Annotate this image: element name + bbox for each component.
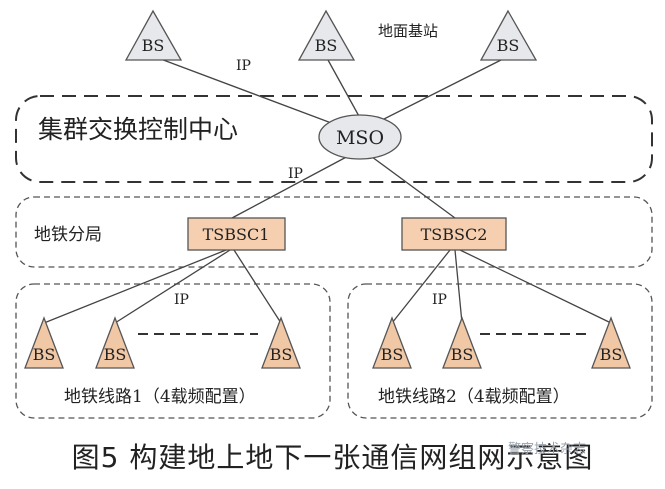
ground-bs-1: BS xyxy=(124,9,183,61)
line1-box xyxy=(15,283,331,419)
mso-label: MSO xyxy=(336,127,384,149)
svg-text:BS: BS xyxy=(451,345,474,364)
figure-caption: 图5 构建地上地下一张通信网组网示意图 xyxy=(71,441,594,474)
subway-bureau-title: 地铁分局 xyxy=(34,225,102,245)
tsbsc2-node xyxy=(401,217,507,251)
svg-text:BS: BS xyxy=(315,36,338,55)
watermark: 警察技术杂志 xyxy=(508,442,587,457)
svg-text:BS: BS xyxy=(142,36,165,55)
line1-bs-3: BS xyxy=(261,316,301,369)
subway-bureau-box xyxy=(15,196,653,268)
connection-lines xyxy=(43,57,612,324)
svg-text:BS: BS xyxy=(381,345,404,364)
tsbsc1-label: TSBSC1 xyxy=(203,225,270,244)
ip-label-line2: IP xyxy=(432,292,447,308)
tsbsc2-label: TSBSC2 xyxy=(421,225,488,244)
cluster-center-title: 集群交换控制中心 xyxy=(38,115,238,144)
svg-text:BS: BS xyxy=(104,345,127,364)
mso-node xyxy=(318,114,402,160)
svg-text:BS: BS xyxy=(270,345,293,364)
line2-bs-3: BS xyxy=(591,316,631,369)
line2-box xyxy=(347,283,653,419)
ip-label-mso: IP xyxy=(288,166,303,182)
cluster-center-box xyxy=(15,95,653,183)
ground-station-label: 地面基站 xyxy=(378,22,438,40)
ip-label-line1: IP xyxy=(174,292,189,308)
svg-text:BS: BS xyxy=(600,345,623,364)
line2-label: 地铁线路2（4载频配置） xyxy=(378,387,570,407)
line1-bs-2: BS xyxy=(95,316,135,369)
svg-text:BS: BS xyxy=(497,36,520,55)
svg-text:BS: BS xyxy=(33,345,56,364)
line1-bs-1: BS xyxy=(24,316,64,369)
ip-label-top: IP xyxy=(236,58,251,74)
line1-label: 地铁线路1（4载频配置） xyxy=(64,387,256,407)
ground-bs-3: BS xyxy=(479,9,538,61)
tsbsc1-node xyxy=(187,217,286,251)
line2-bs-1: BS xyxy=(372,316,412,369)
line2-bs-2: BS xyxy=(442,316,482,369)
ground-bs-2: BS xyxy=(297,9,356,61)
